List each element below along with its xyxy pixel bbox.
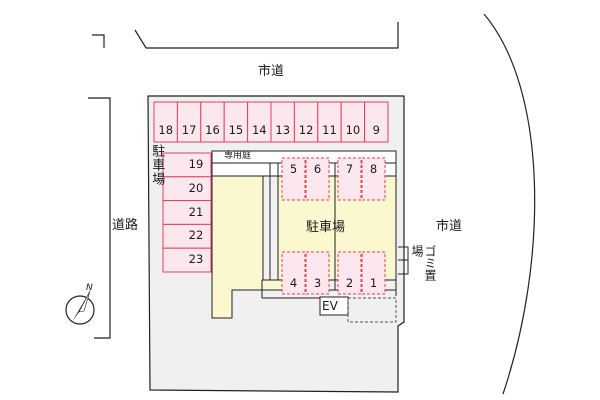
parking-space xyxy=(337,157,362,201)
parking-space-number: 20 xyxy=(188,180,204,195)
parking-space-number: 9 xyxy=(372,123,380,137)
parking-space xyxy=(364,101,389,143)
parking-space xyxy=(361,157,386,201)
left-column-parking xyxy=(162,152,212,273)
parking-space xyxy=(281,157,306,201)
parking-space xyxy=(337,251,362,295)
parking-space-number: 12 xyxy=(298,123,314,137)
elevator-label: EV xyxy=(322,299,338,313)
parking-space xyxy=(305,251,330,295)
parking-space-number: 14 xyxy=(251,123,267,137)
parking-space-number: 6 xyxy=(313,162,322,176)
central-parking-label: 駐車場 xyxy=(306,220,346,235)
private-garden-label: 専用庭 xyxy=(224,151,252,161)
parking-space-number: 8 xyxy=(369,162,378,176)
parking-space-number: 10 xyxy=(345,123,361,137)
parking-space-number: 11 xyxy=(322,123,337,137)
elevator-hall xyxy=(347,297,397,323)
road-label-left: 道路 xyxy=(112,218,139,233)
parking-space-number: 17 xyxy=(181,123,197,137)
parking-space-number: 21 xyxy=(188,204,204,219)
left-parking-label-text: 駐車場 xyxy=(149,144,165,186)
parking-space-number: 16 xyxy=(205,123,220,137)
compass-needle-icon xyxy=(72,291,90,322)
road-label-top: 市道 xyxy=(258,64,285,79)
compass-north-label: N xyxy=(86,283,93,293)
parking-space-number: 19 xyxy=(188,157,204,171)
garbage-area-label: ゴミ置場 xyxy=(408,245,437,285)
parking-space-number: 1 xyxy=(369,276,378,290)
parking-space-number: 7 xyxy=(345,162,354,176)
top-row-parking xyxy=(153,101,389,143)
road-label-right: 市道 xyxy=(436,219,463,234)
garbage-area-box xyxy=(398,246,409,275)
parking-space xyxy=(281,251,306,295)
road-edges xyxy=(88,13,536,395)
parking-space xyxy=(162,247,212,273)
center-bottom-parking xyxy=(281,251,386,295)
parking-space-number: 13 xyxy=(275,123,291,137)
parking-space-number: 22 xyxy=(188,228,204,243)
parking-space xyxy=(361,251,386,295)
parking-space-number: 4 xyxy=(289,276,298,290)
left-parking-label: 駐車場 xyxy=(148,144,165,191)
parking-space-number: 5 xyxy=(289,162,298,176)
garbage-area-label-text: ゴミ置場 xyxy=(410,245,437,281)
parking-space-number: 3 xyxy=(313,276,322,290)
parking-space xyxy=(305,157,330,201)
north-compass xyxy=(65,290,95,325)
parking-space-number: 2 xyxy=(345,276,354,290)
parking-space-number: 23 xyxy=(188,252,204,267)
parking-space-number: 15 xyxy=(228,123,244,137)
parking-space-number: 18 xyxy=(158,123,174,137)
center-top-parking xyxy=(281,157,386,201)
